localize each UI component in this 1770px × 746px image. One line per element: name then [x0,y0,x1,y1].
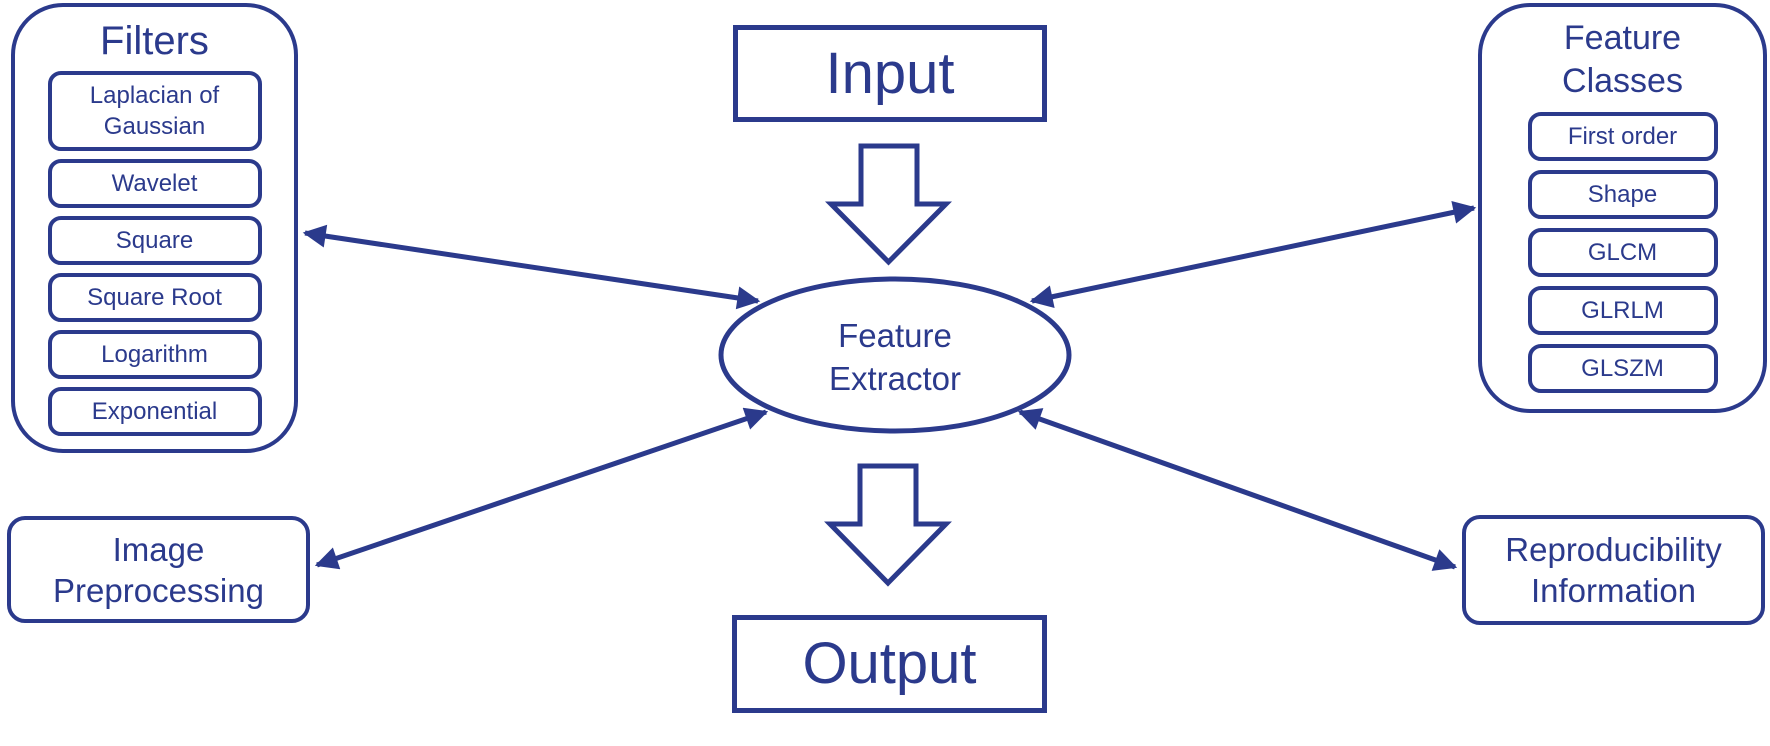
reproducibility-information-node: Reproducibility Information [1462,515,1765,625]
filter-item-label: Square Root [87,284,222,311]
filter-item-label: Wavelet [111,170,198,197]
filter-item-label: Laplacian of Gaussian [89,82,220,140]
filter-item: Exponential [47,387,262,436]
reproducibility-information-label: Reproducibility Information [1505,531,1722,609]
output-down-arrow-icon [824,463,952,587]
filters-item-list: Laplacian of Gaussian Wavelet Square Squ… [15,71,294,436]
feature-class-item-label: GLCM [1587,239,1658,266]
feature-class-item: Shape [1527,170,1718,219]
filter-item-label: Square [115,227,194,254]
filter-item: Laplacian of Gaussian [47,71,262,151]
feature-class-item: GLCM [1527,228,1718,277]
connector-reproducibility-extractor [1017,408,1458,571]
filter-item: Wavelet [47,159,262,208]
output-label: Output [802,631,977,697]
feature-classes-title: Feature Classes [1562,19,1683,100]
feature-class-item: First order [1527,112,1718,161]
feature-extractor-label: Feature Extractor [828,317,962,397]
connector-filters-extractor [302,224,761,310]
connector-feature-classes-extractor [1029,201,1477,308]
connector-image-preprocessing-extractor [314,407,769,570]
filters-title: Filters [100,19,209,63]
image-preprocessing-node: Image Preprocessing [7,516,310,623]
filters-panel: Filters Laplacian of Gaussian Wavelet Sq… [11,3,298,453]
input-down-arrow-icon [825,143,952,266]
filter-item-label: Exponential [91,398,218,425]
feature-class-item-label: GLRLM [1581,297,1664,324]
feature-class-item-label: First order [1567,123,1678,150]
feature-class-item: GLSZM [1527,344,1718,393]
feature-class-item-label: Shape [1587,181,1658,208]
filter-item: Square Root [47,273,262,322]
filter-item: Logarithm [47,330,262,379]
filter-item-label: Logarithm [101,341,208,368]
feature-classes-item-list: First order Shape GLCM GLRLM GLSZM [1482,112,1763,393]
feature-class-item-label: GLSZM [1581,355,1664,382]
image-preprocessing-label: Image Preprocessing [53,530,264,609]
output-node: Output [732,615,1047,713]
input-label: Input [825,40,955,106]
feature-extractor-ellipse [718,276,1072,434]
feature-classes-panel: Feature Classes First order Shape GLCM G… [1478,3,1767,413]
feature-extractor-node: Feature Extractor [795,314,995,400]
filter-item: Square [47,216,262,265]
feature-class-item: GLRLM [1527,286,1718,335]
input-node: Input [733,25,1047,122]
